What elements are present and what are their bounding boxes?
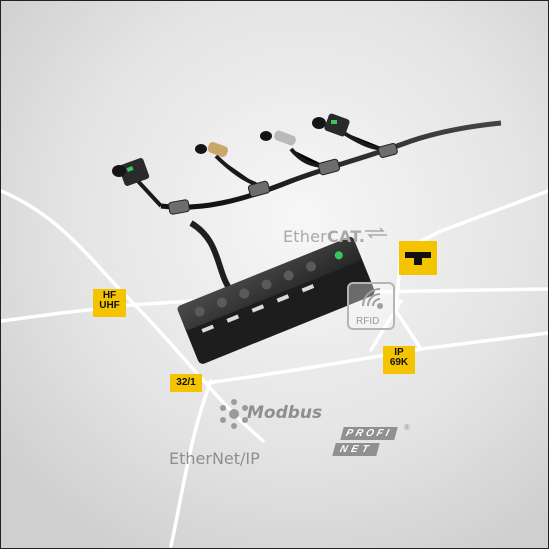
- modbus-gear-icon: [220, 399, 248, 429]
- rfid-waves-icon: [362, 288, 383, 309]
- turck-logo-tag: [399, 241, 437, 275]
- hf-label: HF: [102, 290, 117, 301]
- ip-label: IP: [394, 347, 404, 358]
- ip-rating-tag: IP 69K: [383, 346, 415, 374]
- sensor-2: [195, 142, 228, 157]
- ethercat-prefix: Ether: [283, 227, 327, 246]
- ip-rating-label: 69K: [389, 357, 409, 368]
- io-module: [177, 236, 375, 364]
- registered-mark: ®: [404, 423, 410, 432]
- ethercat-suffix: CAT.: [326, 227, 366, 246]
- modbus-logo: Modbus: [247, 403, 323, 423]
- hf-uhf-tag: HF UHF: [93, 289, 126, 317]
- ethernetip-logo: EtherNet/IP: [169, 449, 260, 468]
- rfid-label: RFID: [356, 316, 380, 327]
- sensor-3: [260, 130, 296, 146]
- profinet-bottom: NET: [332, 443, 380, 456]
- channel-tag: 32/1: [170, 374, 202, 392]
- profinet-logo: PROFI NET ®: [332, 423, 414, 463]
- profinet-top: PROFI: [340, 427, 398, 440]
- sensor-left: [112, 158, 150, 186]
- sensor-4: [312, 113, 350, 137]
- drop-cable: [189, 220, 234, 293]
- ethercat-logo: EtherCAT.: [283, 227, 387, 246]
- uhf-label: UHF: [99, 300, 120, 311]
- t-logo-icon: [405, 252, 431, 265]
- rfid-icon: [347, 282, 395, 330]
- main-cable: [160, 120, 502, 210]
- ethercat-arrows-icon: [365, 228, 387, 238]
- channel-label: 32/1: [176, 377, 196, 388]
